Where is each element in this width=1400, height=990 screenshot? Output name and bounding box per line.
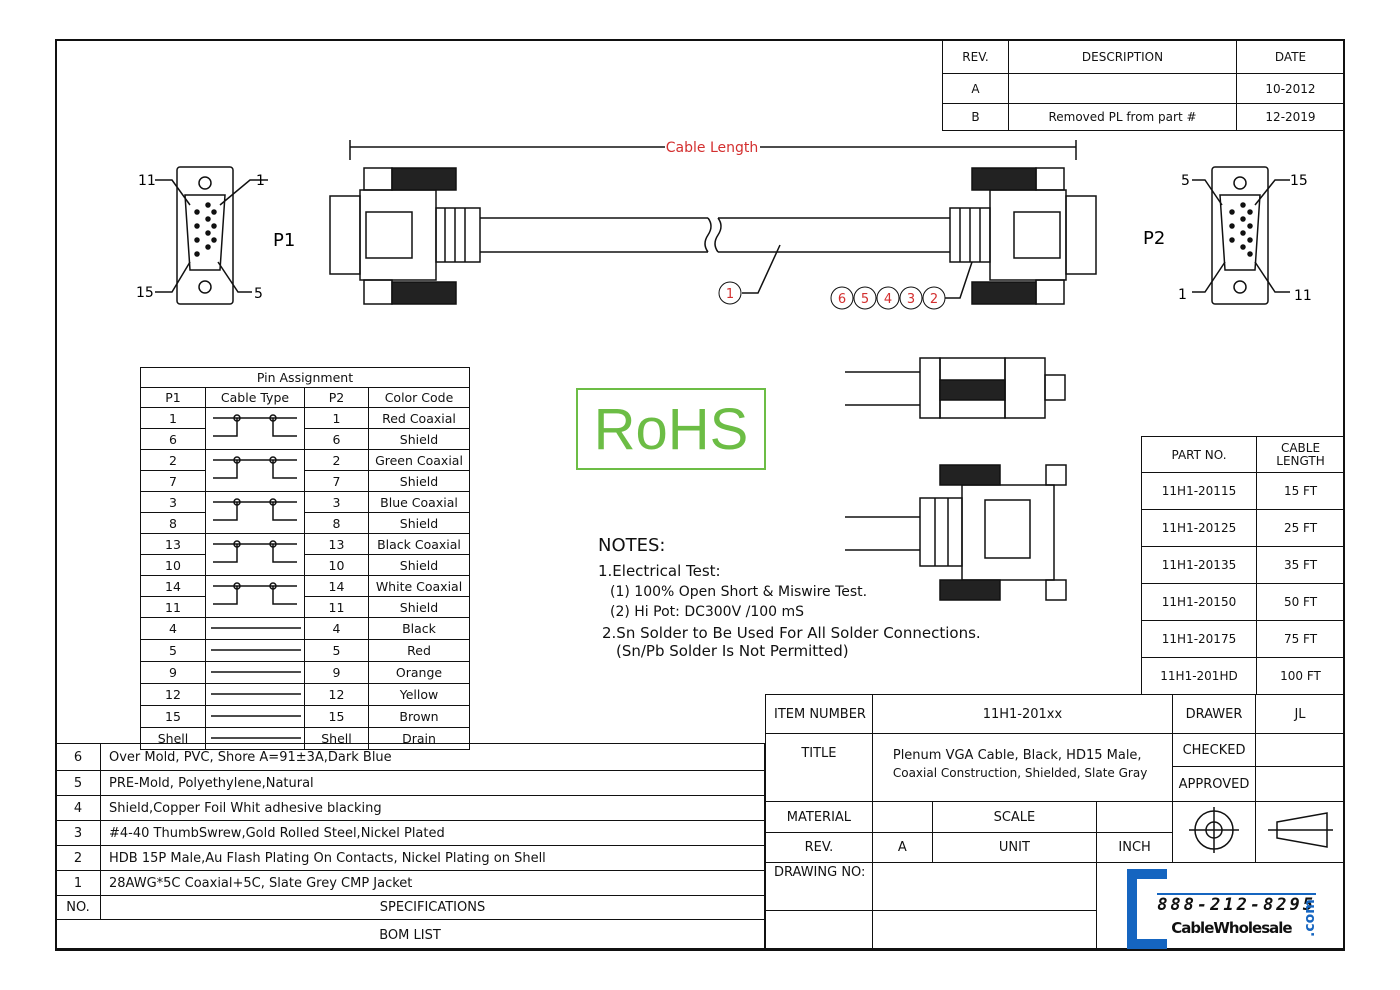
description-header: DESCRIPTION — [1008, 39, 1237, 74]
side-view-bottom — [845, 464, 1067, 601]
svg-text:3: 3 — [907, 292, 915, 307]
notes: NOTES: 1.Electrical Test: (1) 100% Open … — [598, 535, 981, 660]
svg-text:6: 6 — [838, 292, 846, 307]
date-header: DATE — [1236, 39, 1345, 74]
first-angle-projection-icon — [1172, 801, 1256, 863]
note-item: (1) 100% Open Short & Miswire Test. — [610, 584, 868, 600]
p2-connector-side — [718, 167, 1097, 305]
p1-connector-side — [329, 167, 722, 305]
title-line2: Coaxial Construction, Shielded, Slate Gr… — [892, 766, 1148, 780]
callout-balloons: 1 6 5 4 3 2 — [718, 281, 946, 310]
svg-text:1: 1 — [726, 287, 734, 302]
side-view-top — [845, 357, 1066, 419]
svg-text:5: 5 — [254, 286, 263, 302]
svg-text:2: 2 — [930, 292, 938, 307]
pin-table-title: Pin Assignment — [140, 367, 470, 388]
bom-list-label: BOM LIST — [55, 919, 765, 951]
notes-title: NOTES: — [598, 535, 666, 556]
projection-cone-icon — [1255, 801, 1345, 863]
title-line1: Plenum VGA Cable, Black, HD15 Male, — [892, 748, 1142, 763]
p1-connector-face — [155, 166, 268, 305]
note-item: (Sn/Pb Solder Is Not Permitted) — [616, 642, 849, 660]
svg-text:1: 1 — [1178, 287, 1187, 303]
cable-length-label: Cable Length — [666, 140, 758, 156]
note-item: 2.Sn Solder to Be Used For All Solder Co… — [602, 624, 981, 642]
svg-text:11: 11 — [138, 173, 156, 189]
note-item: (2) Hi Pot: DC300V /100 mS — [610, 604, 805, 620]
company-logo: 888-212-8295 CableWholesale .com — [1096, 862, 1345, 951]
p2-label: P2 — [1143, 228, 1165, 249]
svg-text:1: 1 — [256, 173, 265, 189]
svg-text:4: 4 — [884, 292, 892, 307]
rohs-mark: RoHS — [576, 388, 766, 470]
p1-label: P1 — [273, 230, 295, 251]
bom-row: 3#4-40 ThumbSwrew,Gold Rolled Steel,Nick… — [55, 820, 765, 846]
svg-text:15: 15 — [1290, 173, 1308, 189]
svg-text:5: 5 — [1181, 173, 1190, 189]
p2-connector-face — [1192, 166, 1290, 305]
svg-text:5: 5 — [861, 292, 869, 307]
svg-text:11: 11 — [1294, 288, 1312, 304]
note-item: 1.Electrical Test: — [598, 562, 721, 580]
item-number: 11H1-201xx — [871, 694, 1174, 734]
svg-text:15: 15 — [136, 285, 154, 301]
